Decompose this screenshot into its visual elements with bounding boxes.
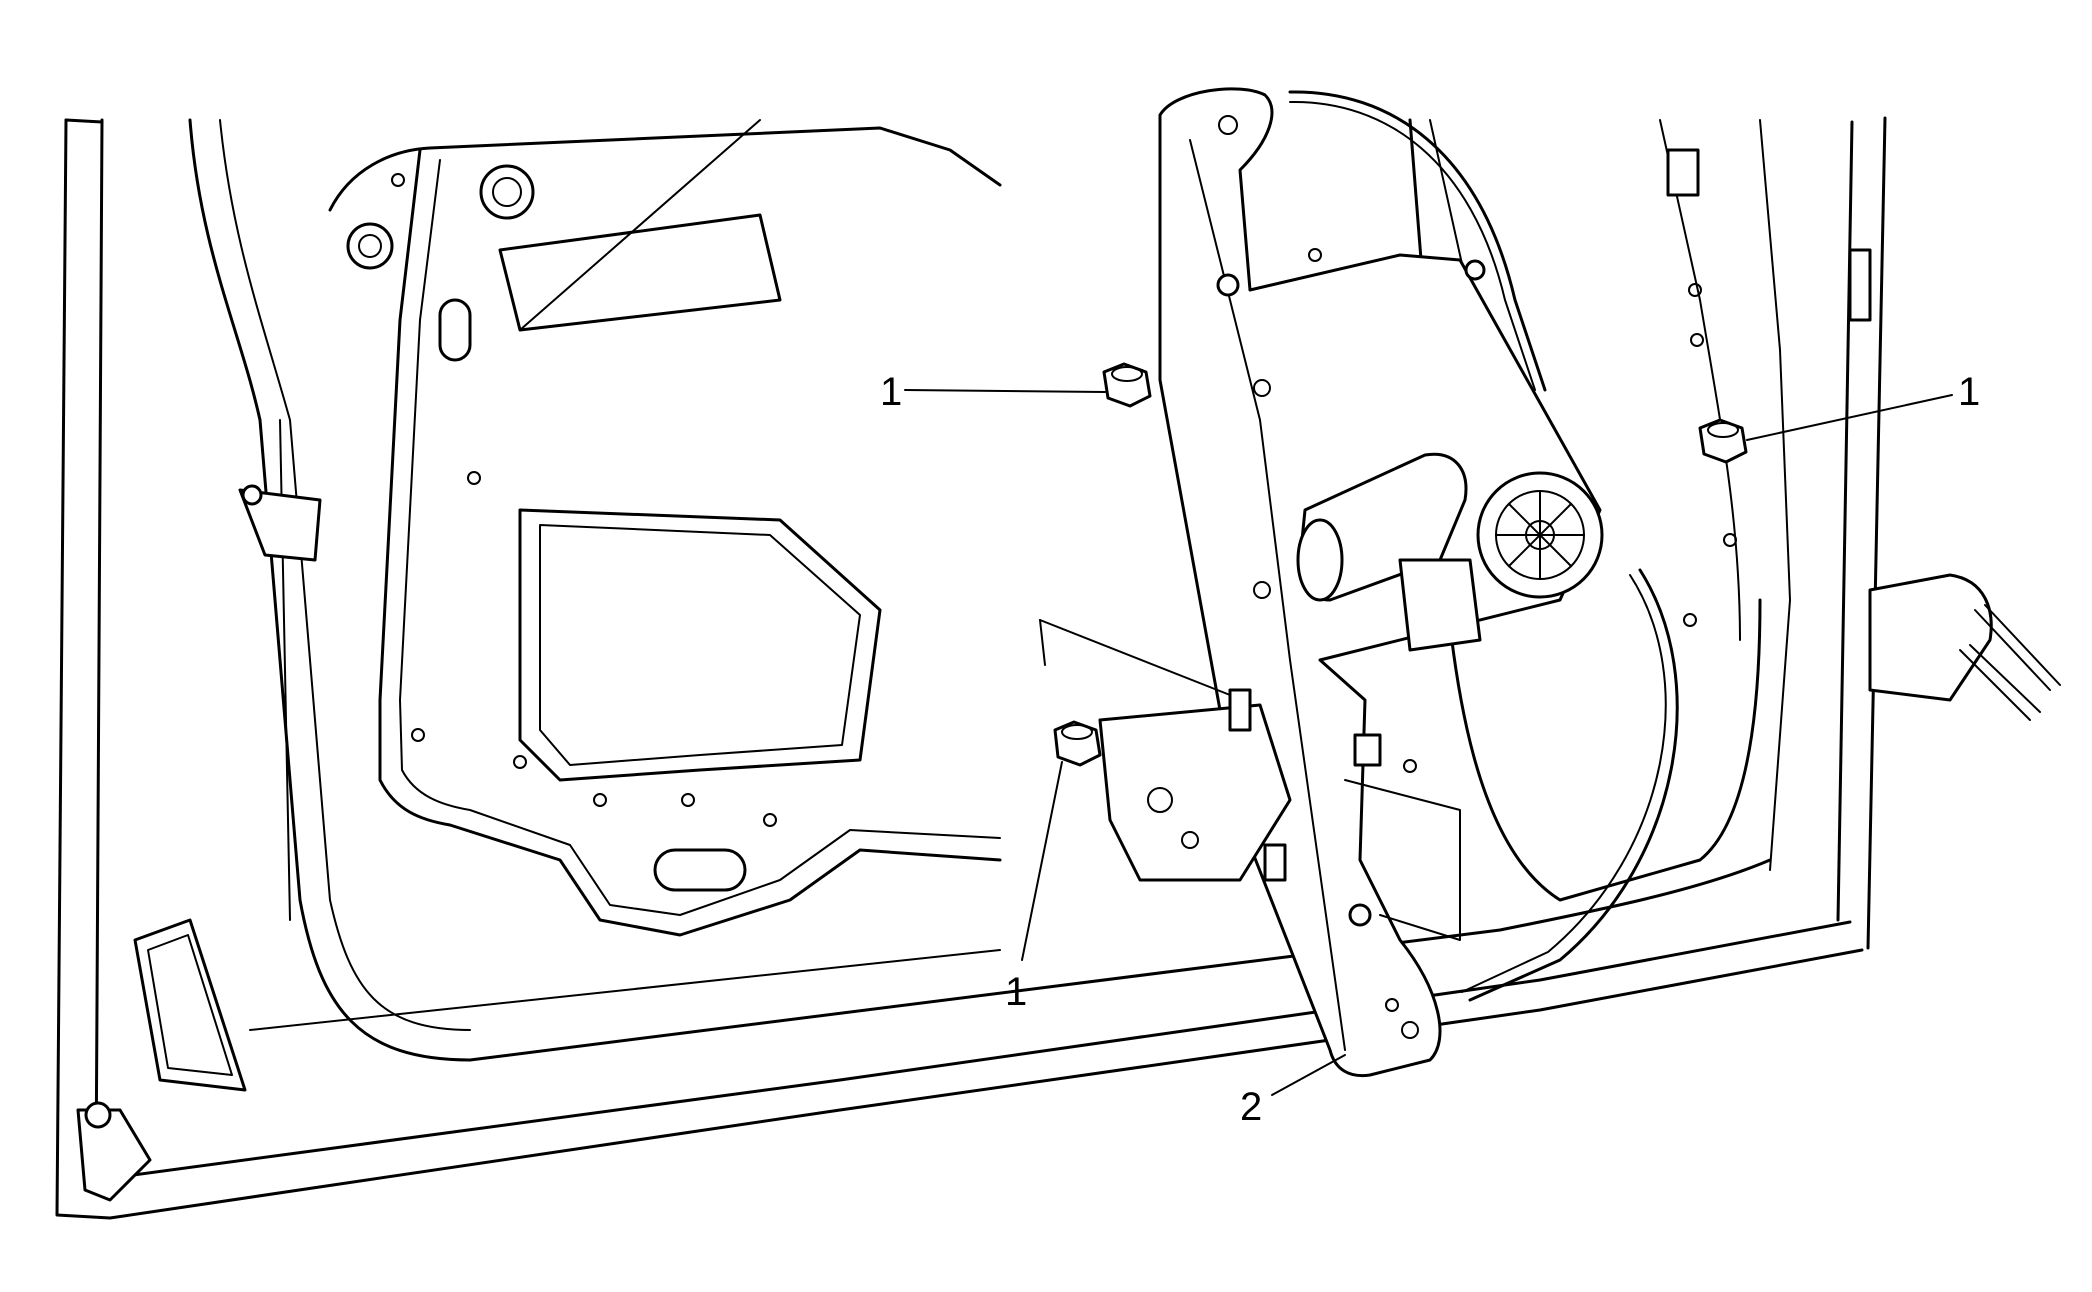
callout-2-regulator: 2 [1240, 1054, 1346, 1129]
panel-holes [391, 173, 1737, 827]
nut-upper-right [1698, 418, 1748, 464]
callout-label: 1 [1005, 970, 1027, 1014]
gear-spokes [1495, 490, 1585, 580]
callout-label: 1 [1958, 370, 1980, 414]
nut-upper-left [1102, 362, 1152, 408]
nut-lower-middle [1053, 720, 1102, 767]
window-regulator [1039, 87, 1679, 1078]
callout-label: 2 [1240, 1085, 1262, 1129]
door-frame [55, 116, 2061, 1220]
callout-1-upper-right: 1 [1746, 370, 1980, 441]
callout-1-upper-left: 1 [880, 370, 1106, 414]
callout-label: 1 [880, 370, 902, 414]
callout-1-lower-middle: 1 [1005, 761, 1063, 1014]
